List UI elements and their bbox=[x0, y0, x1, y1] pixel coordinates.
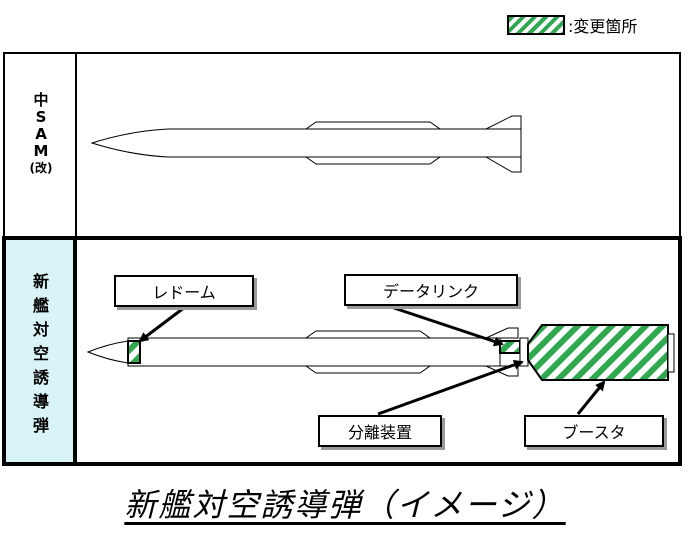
row-label-bottom-char: 新 bbox=[32, 272, 49, 291]
legend-label: :変更箇所 bbox=[568, 17, 638, 36]
separation-callout: 分離装置 bbox=[318, 415, 442, 447]
missile-new-wing-upper bbox=[304, 330, 432, 339]
page-caption: 新艦対空誘導弾（イメージ） bbox=[124, 486, 566, 524]
row-label-top-char: A bbox=[35, 125, 47, 143]
datalink-callout: データリンク bbox=[344, 274, 518, 306]
booster-nozzle bbox=[667, 333, 675, 373]
row-label-bottom-char: 艦 bbox=[32, 296, 49, 315]
row-label-bottom-char: 導 bbox=[32, 392, 49, 411]
missile-old-wing-lower bbox=[304, 156, 442, 165]
legend-swatch bbox=[507, 15, 565, 35]
legend: :変更箇所 bbox=[507, 12, 637, 38]
row-label-bottom: 新 艦 対 空 誘 導 弾 bbox=[24, 270, 58, 438]
missile-old bbox=[90, 115, 522, 173]
row-label-top-char: M bbox=[33, 142, 49, 160]
row-label-top-char: (改) bbox=[29, 161, 53, 175]
radome-highlight bbox=[127, 340, 141, 364]
missile-diagram bbox=[2, 52, 682, 466]
booster-callout: ブースタ bbox=[524, 415, 664, 447]
row-label-bottom-char: 対 bbox=[32, 320, 49, 339]
row-label-top-char: S bbox=[35, 108, 47, 126]
row-label-bottom-char: 空 bbox=[32, 344, 49, 363]
booster-highlight bbox=[527, 324, 669, 381]
radome-callout: レドーム bbox=[114, 275, 254, 307]
booster-arrow bbox=[576, 380, 606, 415]
datalink-highlight bbox=[499, 340, 521, 354]
missile-old-body bbox=[90, 128, 522, 158]
missile-new bbox=[86, 327, 519, 377]
radome-arrow bbox=[138, 305, 186, 343]
row-label-bottom-char: 誘 bbox=[32, 368, 49, 387]
row-label-bottom-char: 弾 bbox=[32, 416, 49, 435]
separation-arrow bbox=[377, 360, 524, 416]
missile-new-body bbox=[127, 337, 501, 367]
missile-new-wing-lower bbox=[304, 365, 432, 374]
datalink-arrow bbox=[387, 304, 504, 347]
row-label-top-char: 中 bbox=[33, 91, 49, 109]
row-label-top: 中 S A M (改) bbox=[24, 92, 58, 177]
bottom-label-cell bbox=[6, 240, 74, 462]
missile-new-fin-upper bbox=[485, 327, 519, 339]
missile-old-wing-upper bbox=[304, 121, 442, 130]
